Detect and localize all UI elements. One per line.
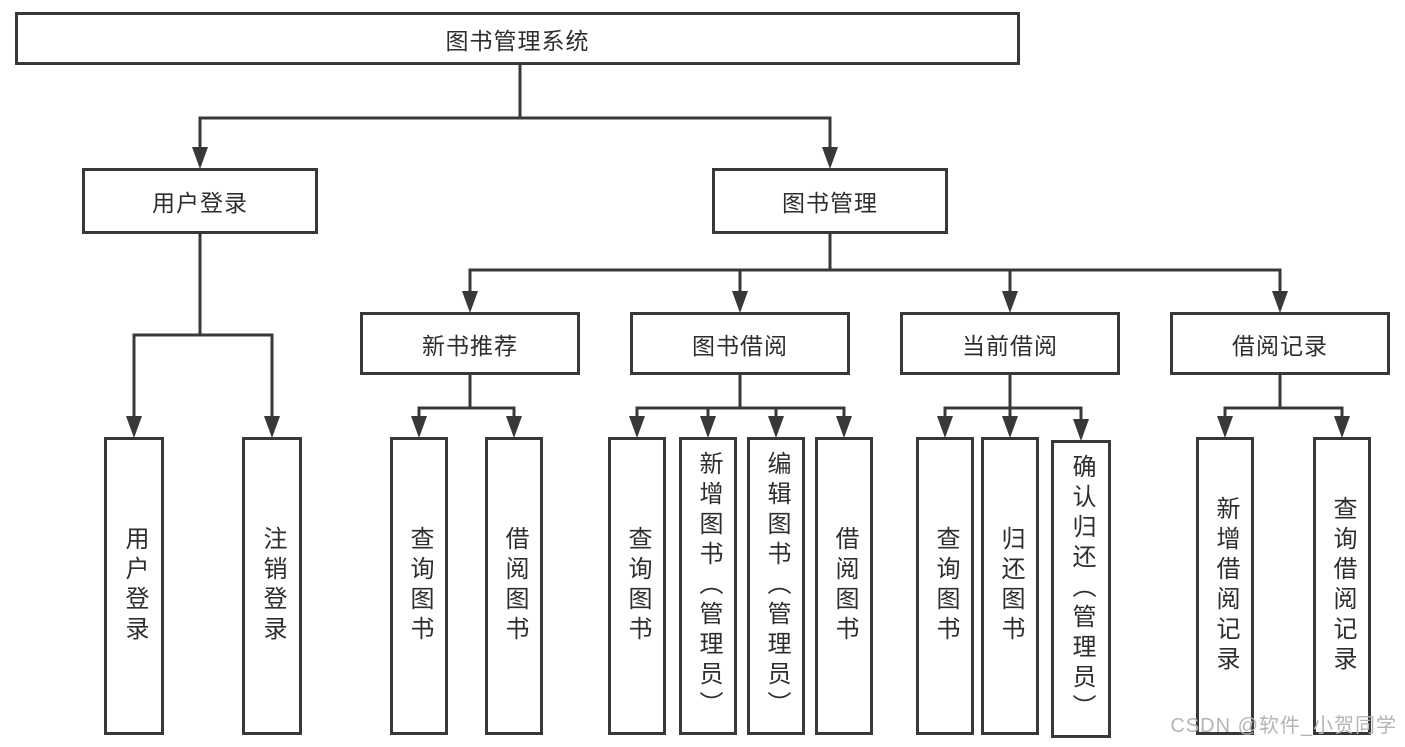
arrowhead-borrow-books-borrowing: [836, 416, 852, 438]
node-new-book-recommend: 新书推荐: [360, 312, 580, 375]
arrowhead-query-borrow-record: [1334, 416, 1350, 438]
node-label: 新增借阅记录: [1212, 496, 1239, 676]
arrowhead-borrow-records: [1272, 291, 1288, 313]
leaf-query-books-recommend: 查询图书: [390, 437, 448, 735]
node-label: 查询图书: [932, 526, 959, 646]
arrowhead-book-management: [822, 147, 838, 169]
arrowhead-borrow-books-recommend: [506, 416, 522, 438]
arrowhead-query-books-borrowing: [629, 416, 645, 438]
arrowhead-current-borrowing: [1002, 291, 1018, 313]
node-label: 图书管理系统: [445, 27, 590, 54]
leaf-return-books: 归还图书: [981, 437, 1039, 735]
leaf-query-borrow-record: 查询借阅记录: [1313, 437, 1371, 735]
arrowhead-new-book-recommend: [462, 291, 478, 313]
leaf-borrow-books-borrowing: 借阅图书: [815, 437, 873, 735]
arrowhead-query-books-current: [937, 416, 953, 438]
node-label: 图书借阅: [692, 332, 788, 359]
arrowhead-user-login: [192, 147, 208, 169]
arrowhead-add-borrow-record: [1217, 416, 1233, 438]
arrowhead-user-login-leaf: [126, 416, 142, 438]
node-label: 查询借阅记录: [1329, 496, 1356, 676]
leaf-add-borrow-record: 新增借阅记录: [1196, 437, 1254, 735]
node-book-borrowing: 图书借阅: [630, 312, 850, 375]
node-label: 图书管理: [782, 190, 878, 216]
node-label: 借阅记录: [1232, 332, 1328, 359]
arrowhead-confirm-return-admin: [1073, 419, 1089, 441]
node-label: 用户登录: [152, 190, 248, 216]
node-label: 注销登录: [259, 526, 286, 646]
node-library-management-system: 图书管理系统: [15, 12, 1020, 65]
leaf-query-books-current: 查询图书: [916, 437, 974, 735]
arrowhead-add-books-admin: [700, 416, 716, 438]
node-label: 查询图书: [406, 526, 433, 646]
node-user-login: 用户登录: [82, 168, 318, 234]
leaf-query-books-borrowing: 查询图书: [608, 437, 666, 735]
node-book-management: 图书管理: [712, 168, 948, 234]
leaf-confirm-return-admin: 确认归还（管理员）: [1051, 440, 1111, 738]
leaf-logout: 注销登录: [242, 437, 302, 735]
arrowhead-book-borrowing: [732, 291, 748, 313]
arrowhead-edit-books-admin: [768, 416, 784, 438]
leaf-user-login: 用户登录: [104, 437, 164, 735]
node-label: 借阅图书: [831, 526, 858, 646]
node-label: 确认归还（管理员）: [1068, 454, 1095, 724]
arrowhead-logout-leaf: [264, 416, 280, 438]
node-label: 归还图书: [997, 526, 1024, 646]
leaf-borrow-books-recommend: 借阅图书: [485, 437, 543, 735]
node-label: 当前借阅: [962, 332, 1058, 359]
node-label: 借阅图书: [501, 526, 528, 646]
node-label: 查询图书: [624, 526, 651, 646]
node-label: 用户登录: [121, 526, 148, 646]
leaf-add-books-admin: 新增图书（管理员）: [679, 437, 737, 735]
node-borrow-records: 借阅记录: [1170, 312, 1390, 375]
node-label: 新增图书（管理员）: [695, 451, 722, 721]
arrowhead-return-books: [1002, 416, 1018, 438]
node-current-borrowing: 当前借阅: [900, 312, 1120, 375]
arrowhead-query-books-recommend: [411, 416, 427, 438]
node-label: 编辑图书（管理员）: [763, 451, 790, 721]
leaf-edit-books-admin: 编辑图书（管理员）: [747, 437, 805, 735]
node-label: 新书推荐: [422, 332, 518, 359]
